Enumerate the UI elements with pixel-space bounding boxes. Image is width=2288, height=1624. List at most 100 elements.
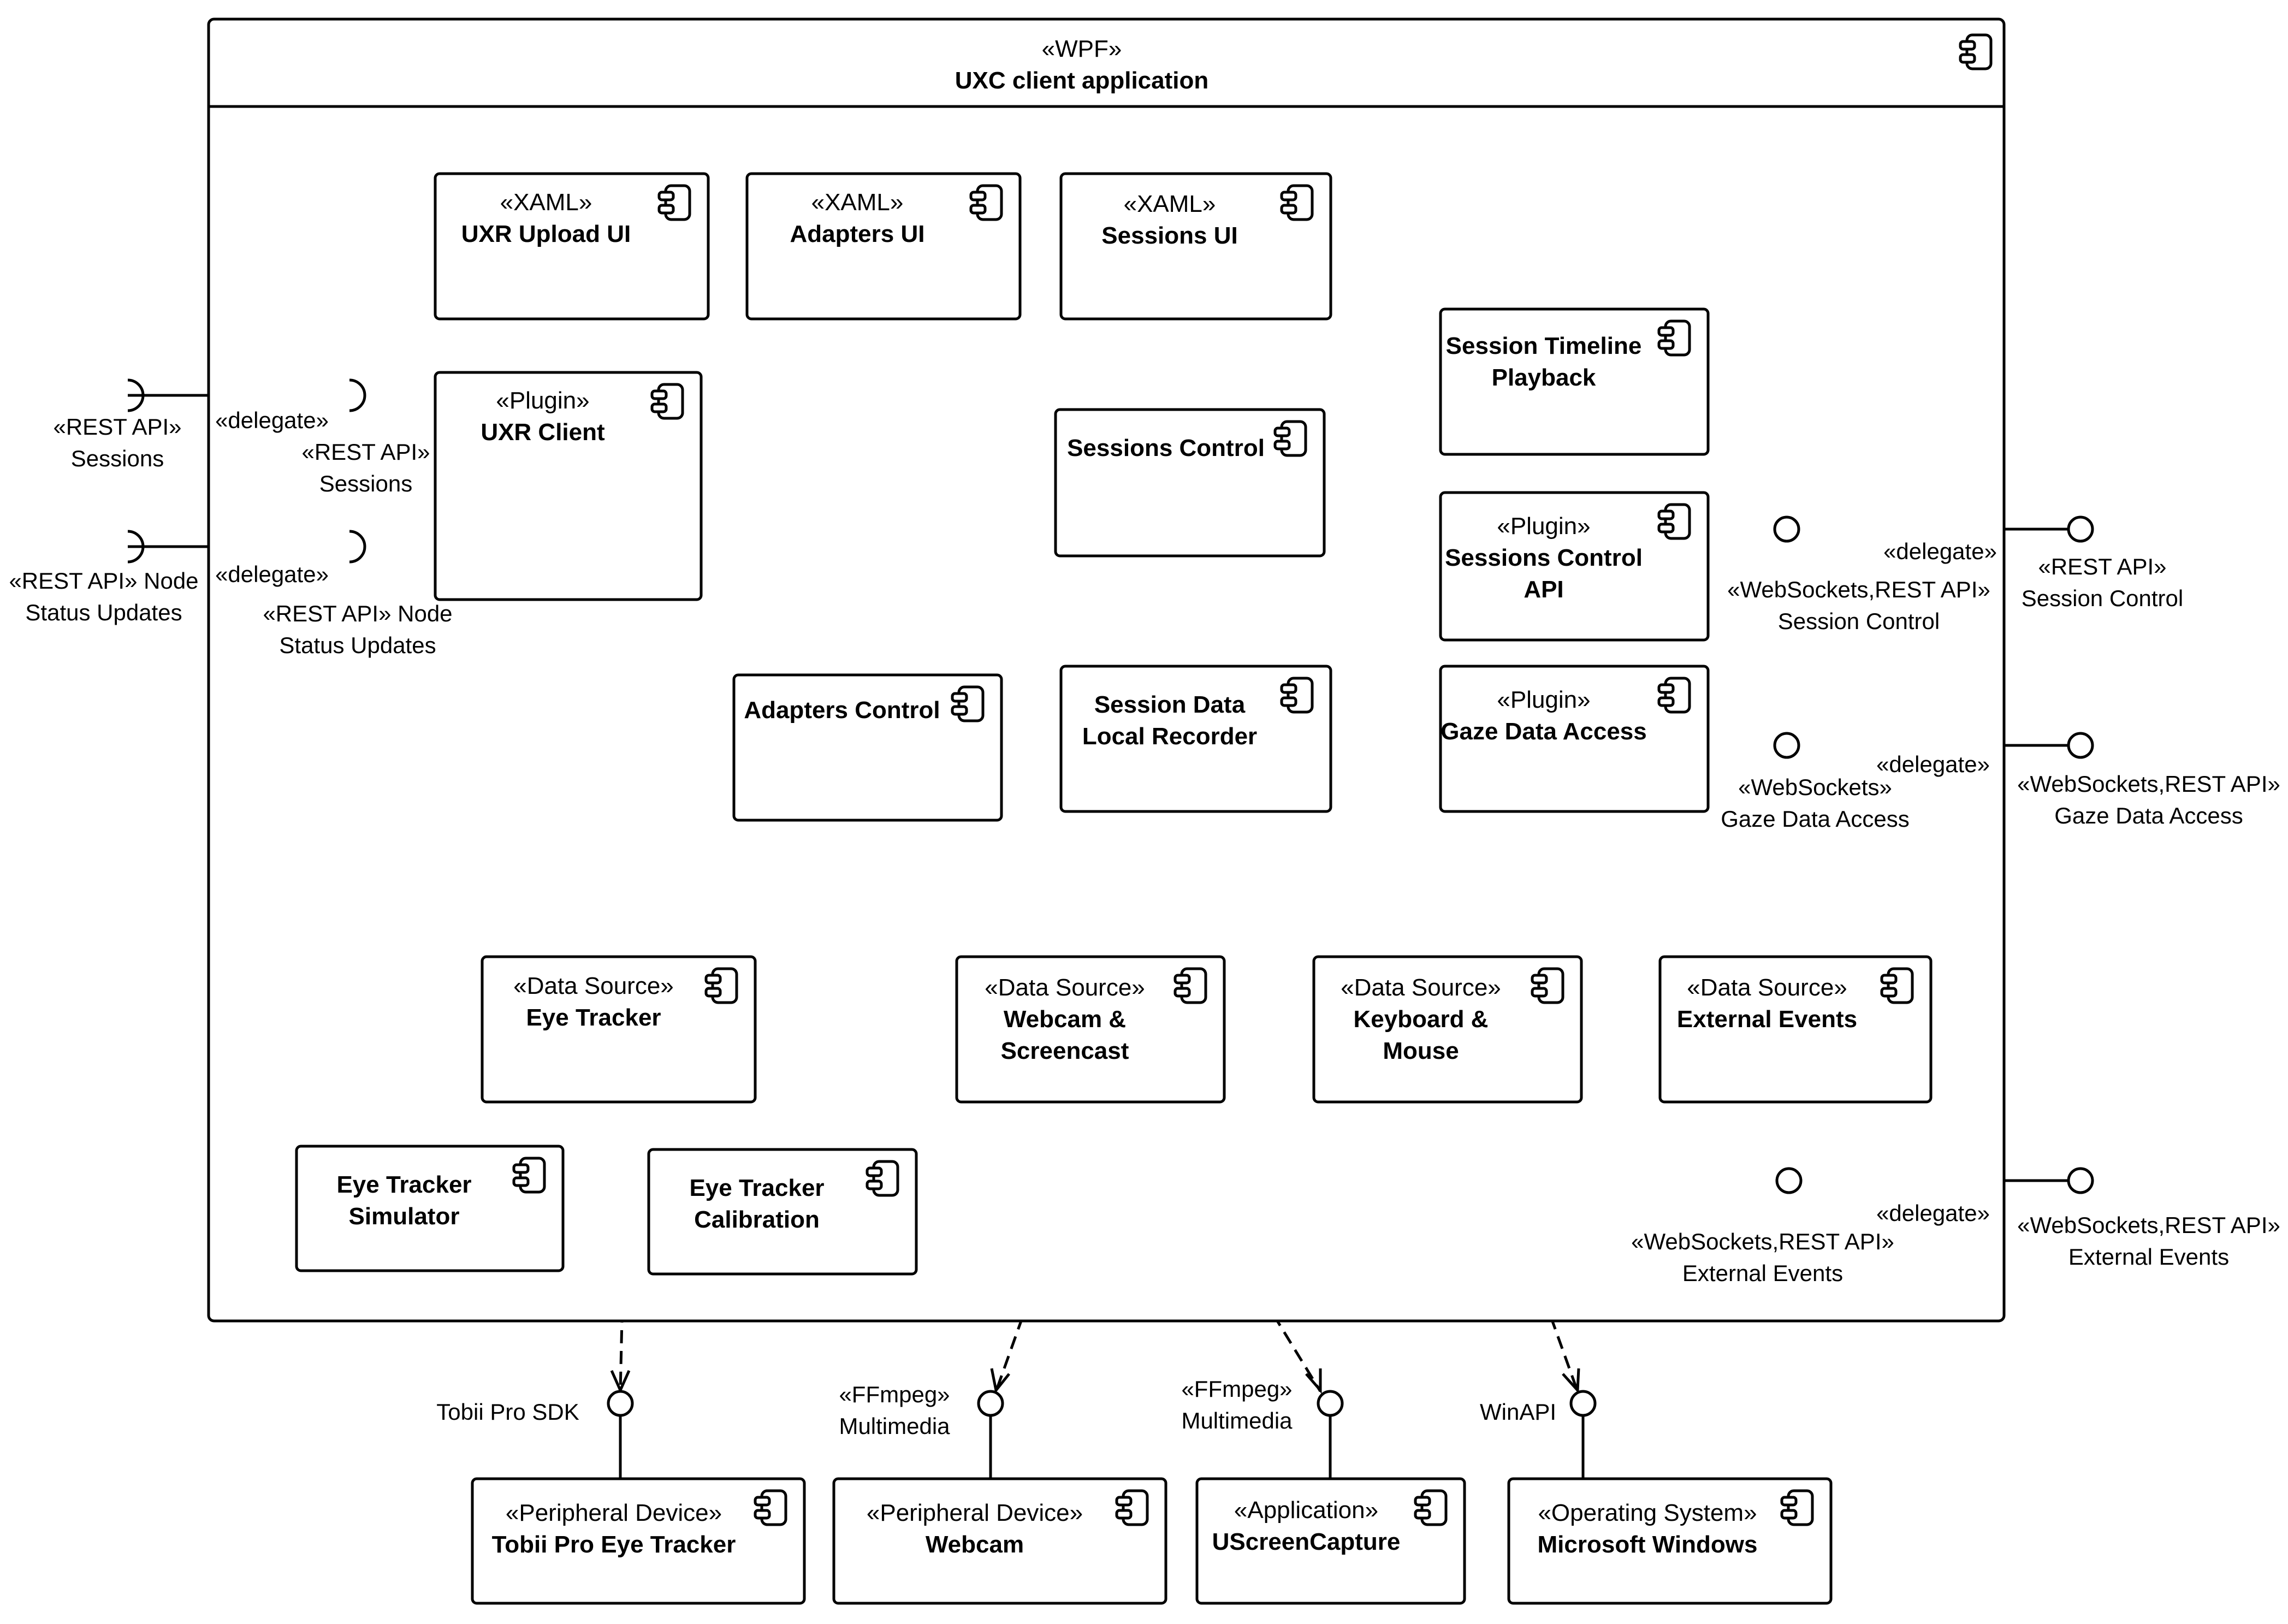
interface-label-line: «delegate» [215, 407, 329, 433]
interface-label-line: Tobii Pro SDK [436, 1399, 579, 1425]
component-stereotype: «Data Source» [1687, 974, 1847, 1001]
component-icon [650, 383, 684, 420]
interface-label-line: «REST API» [301, 439, 430, 465]
component-name: Tobii Pro Eye Tracker [492, 1531, 736, 1558]
interface-label-line: «delegate» [1876, 1200, 1990, 1226]
component-name: Session Data [1094, 691, 1246, 718]
component-icon [1115, 1489, 1149, 1526]
interface-label-line: Session Control [2022, 585, 2183, 611]
components: «XAML»UXR Upload UI«XAML»Adapters UI«XAM… [295, 172, 1933, 1605]
component-box [955, 955, 1226, 1104]
interface-label-line: Sessions [319, 471, 412, 496]
component-stereotype: «XAML» [500, 189, 592, 216]
component-icon [1414, 1489, 1448, 1526]
component-name: Gaze Data Access [1441, 718, 1646, 745]
interface-label-delegate-4: «delegate» [1876, 751, 1990, 777]
component-box [434, 371, 703, 601]
interface-label-line: External Events [2068, 1244, 2229, 1270]
component-icon [866, 1160, 899, 1197]
component-stereotype: «Data Source» [1341, 974, 1501, 1001]
component-name: Eye Tracker [526, 1004, 661, 1031]
component-name: Sessions Control [1067, 435, 1265, 461]
container-stereotype: «WPF» [1042, 35, 1122, 62]
interface-label-ws-session-control-inner: «WebSockets,REST API»Session Control [1727, 577, 1990, 634]
provided-interface-icon [1773, 732, 1800, 759]
interface-label-line: WinAPI [1480, 1399, 1556, 1425]
interface-label-line: «WebSockets,REST API» [1727, 577, 1990, 602]
component-name: Adapters UI [790, 221, 925, 247]
provided-interface-icon [1773, 515, 1800, 543]
interface-label-ws-gaze-inner: «WebSockets» Gaze Data Access [1721, 774, 1910, 832]
interface-label-line: External Events [1682, 1260, 1843, 1286]
component-name: Sessions Control [1445, 544, 1643, 571]
provided-interface-icon [607, 1390, 634, 1417]
component-stereotype: «XAML» [811, 189, 904, 216]
component-box [481, 955, 757, 1104]
interface-label-ws-gaze-outer: «WebSockets,REST API»Gaze Data Access [2017, 771, 2280, 828]
component-stereotype: «Plugin» [1497, 686, 1590, 713]
component-icon [1880, 967, 1914, 1004]
interface-label-line: «delegate» [1876, 751, 1990, 777]
component-name: Webcam & [1004, 1006, 1126, 1033]
component-external-events: «Data Source» External Events [1658, 955, 1933, 1104]
component-icon [704, 967, 738, 1004]
interface-label-delegate-1: «delegate» [215, 407, 329, 433]
component-name: Microsoft Windows [1538, 1531, 1758, 1558]
interface-label-tobii-sdk: Tobii Pro SDK [436, 1399, 579, 1425]
component-name: Adapters Control [744, 697, 940, 724]
interface-label-rest-session-control-outer: «REST API»Session Control [2022, 554, 2183, 611]
required-interface-icon [349, 378, 366, 412]
interface-label-line: «WebSockets,REST API» [1631, 1229, 1894, 1254]
component-microsoft-windows: «Operating System»Microsoft Windows [1507, 1477, 1833, 1605]
component-sessions-control: Sessions Control [1054, 408, 1326, 558]
provided-interface-icon [2067, 515, 2094, 543]
interface-label-line: «WebSockets» [1738, 774, 1892, 800]
interface-label-delegate-3: «delegate» [1883, 538, 1997, 564]
component-tobii-eye-tracker: «Peripheral Device»Tobii Pro Eye Tracker [471, 1477, 806, 1605]
component-adapters-control: Adapters Control [732, 673, 1003, 822]
interface-label-line: «WebSockets,REST API» [2017, 771, 2280, 797]
component-icon [1657, 319, 1691, 357]
component-name: Playback [1492, 364, 1596, 391]
interface-label-winapi: WinAPI [1480, 1399, 1556, 1425]
component-box [1054, 408, 1326, 558]
container-title: UXC client application [955, 67, 1209, 94]
component-name: External Events [1677, 1006, 1857, 1033]
interface-label-delegate-2: «delegate» [215, 561, 329, 587]
interface-label-line: «FFmpeg» [1181, 1376, 1292, 1402]
interface-label-ffmpeg-2: «FFmpeg»Multimedia [1181, 1376, 1293, 1433]
component-icon [1273, 420, 1307, 457]
component-icon [1657, 677, 1691, 714]
component-name: Keyboard & [1354, 1006, 1489, 1033]
component-eye-tracker: «Data Source» Eye Tracker [481, 955, 757, 1104]
component-box [1195, 1477, 1466, 1605]
component-name: Sessions UI [1101, 222, 1237, 249]
interface-label-line: «REST API» Node [9, 568, 198, 594]
component-icon [1531, 967, 1564, 1004]
component-stereotype: «Data Source» [513, 973, 674, 999]
dependency-arrow [1305, 1368, 1322, 1394]
component-box [745, 172, 1022, 321]
component-box [1059, 665, 1332, 813]
component-box [1312, 955, 1583, 1104]
interface-labels: «REST API» Sessions «delegate» «REST API»Se… [9, 407, 2280, 1439]
component-stereotype: «Plugin» [1497, 513, 1590, 540]
interface-label-line: «FFmpeg» [839, 1382, 950, 1407]
component-uxr-client: «Plugin»UXR Client [434, 371, 703, 601]
component-uscreencapture: «Application»UScreenCapture [1195, 1477, 1466, 1605]
component-icon [951, 685, 985, 722]
component-box [295, 1145, 565, 1272]
component-box [1507, 1477, 1833, 1605]
component-gaze-data-access: «Plugin» Gaze Data Access [1439, 665, 1710, 813]
interface-label-line: Multimedia [839, 1413, 950, 1439]
component-box [647, 1148, 918, 1276]
component-name: API [1524, 576, 1563, 603]
component-name: Mouse [1383, 1038, 1459, 1064]
component-stereotype: «Peripheral Device» [867, 1499, 1083, 1526]
interface-label-line: Gaze Data Access [1721, 806, 1910, 832]
